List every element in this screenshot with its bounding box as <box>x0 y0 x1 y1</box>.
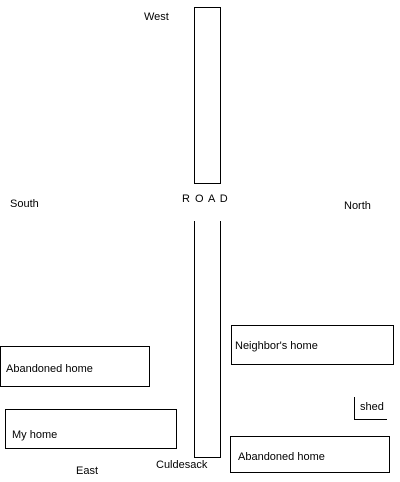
direction-south-label: South <box>10 198 39 210</box>
my-home-label: My home <box>12 429 58 441</box>
neighbors-home: Neighbor's home <box>231 325 394 365</box>
neighbors-home-label: Neighbor's home <box>235 340 318 352</box>
shed: shed <box>354 397 387 420</box>
direction-west-label: West <box>144 11 169 23</box>
road-left-edge <box>194 221 195 458</box>
culdesack-label: Culdesack <box>156 459 208 471</box>
my-home: My home <box>5 409 177 449</box>
shed-label: shed <box>360 401 384 413</box>
road-right-edge <box>220 221 221 458</box>
road-label: R O A D <box>182 193 229 205</box>
direction-east-label: East <box>76 465 99 477</box>
road-end-edge <box>194 457 221 458</box>
abandoned-home-left-label: Abandoned home <box>6 363 93 375</box>
abandoned-home-right-label: Abandoned home <box>238 451 325 463</box>
abandoned-home-left: Abandoned home <box>0 346 150 387</box>
abandoned-home-right: Abandoned home <box>230 436 390 473</box>
road-upper-segment <box>194 7 221 184</box>
direction-north-label: North <box>344 200 371 212</box>
